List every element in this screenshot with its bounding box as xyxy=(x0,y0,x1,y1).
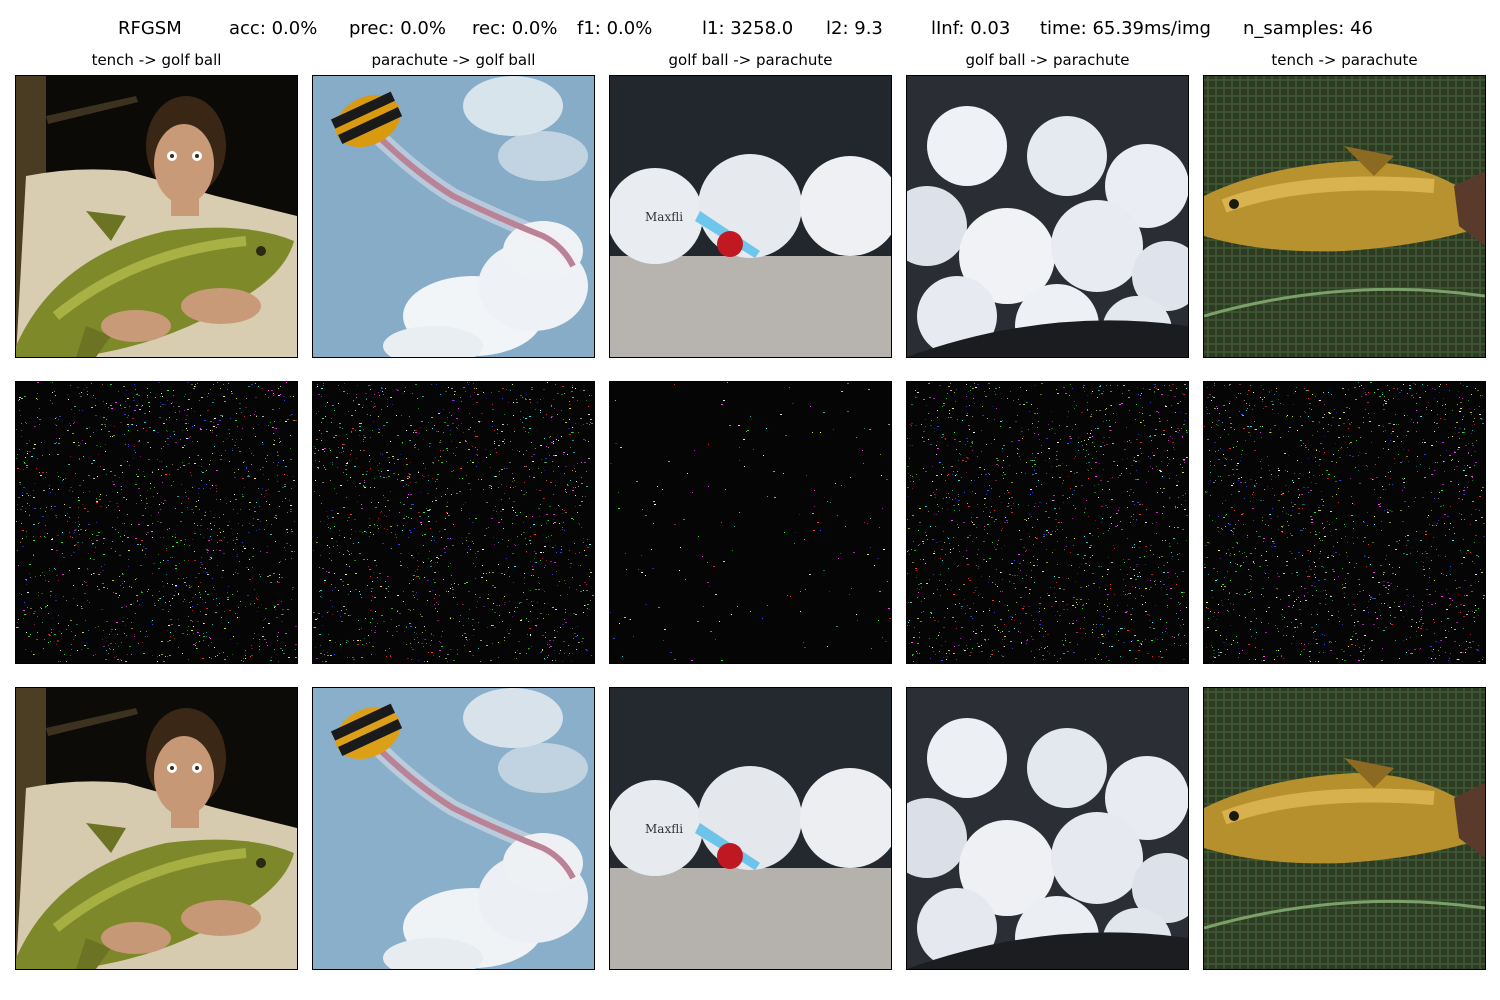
adversarial-image-tench-man xyxy=(15,687,298,970)
metric-time: time: 65.39ms/img xyxy=(1040,18,1211,39)
original-image-parachute xyxy=(312,75,595,358)
adversarial-image-golf-tee: Maxfli xyxy=(609,687,892,970)
metric-recall: rec: 0.0% xyxy=(472,18,558,39)
metric-samples: n_samples: 46 xyxy=(1243,18,1373,39)
metric-accuracy: acc: 0.0% xyxy=(229,18,318,39)
column-title: tench -> parachute xyxy=(1271,51,1418,69)
perturbation-map xyxy=(1203,381,1486,664)
svg-text:Maxfli: Maxfli xyxy=(645,210,683,224)
perturbation-map xyxy=(609,381,892,664)
metric-precision: prec: 0.0% xyxy=(349,18,446,39)
column-title: parachute -> golf ball xyxy=(371,51,536,69)
perturbation-map xyxy=(906,381,1189,664)
perturbation-map xyxy=(15,381,298,664)
column-title: golf ball -> parachute xyxy=(965,51,1130,69)
column-title: tench -> golf ball xyxy=(91,51,222,69)
metric-l2: l2: 9.3 xyxy=(826,18,883,39)
attack-name: RFGSM xyxy=(118,18,182,39)
perturbation-map xyxy=(312,381,595,664)
original-image-golf-bucket xyxy=(906,75,1189,358)
metric-f1: f1: 0.0% xyxy=(577,18,653,39)
original-image-golf-tee: Maxfli xyxy=(609,75,892,358)
original-image-tench-net xyxy=(1203,75,1486,358)
adversarial-image-parachute xyxy=(312,687,595,970)
metric-linf: lInf: 0.03 xyxy=(931,18,1011,39)
figure-header: RFGSM acc: 0.0% prec: 0.0% rec: 0.0% f1:… xyxy=(0,14,1500,44)
original-image-tench-man xyxy=(15,75,298,358)
adversarial-image-golf-bucket xyxy=(906,687,1189,970)
adversarial-image-tench-net xyxy=(1203,687,1486,970)
column-title: golf ball -> parachute xyxy=(668,51,833,69)
metric-l1: l1: 3258.0 xyxy=(702,18,794,39)
